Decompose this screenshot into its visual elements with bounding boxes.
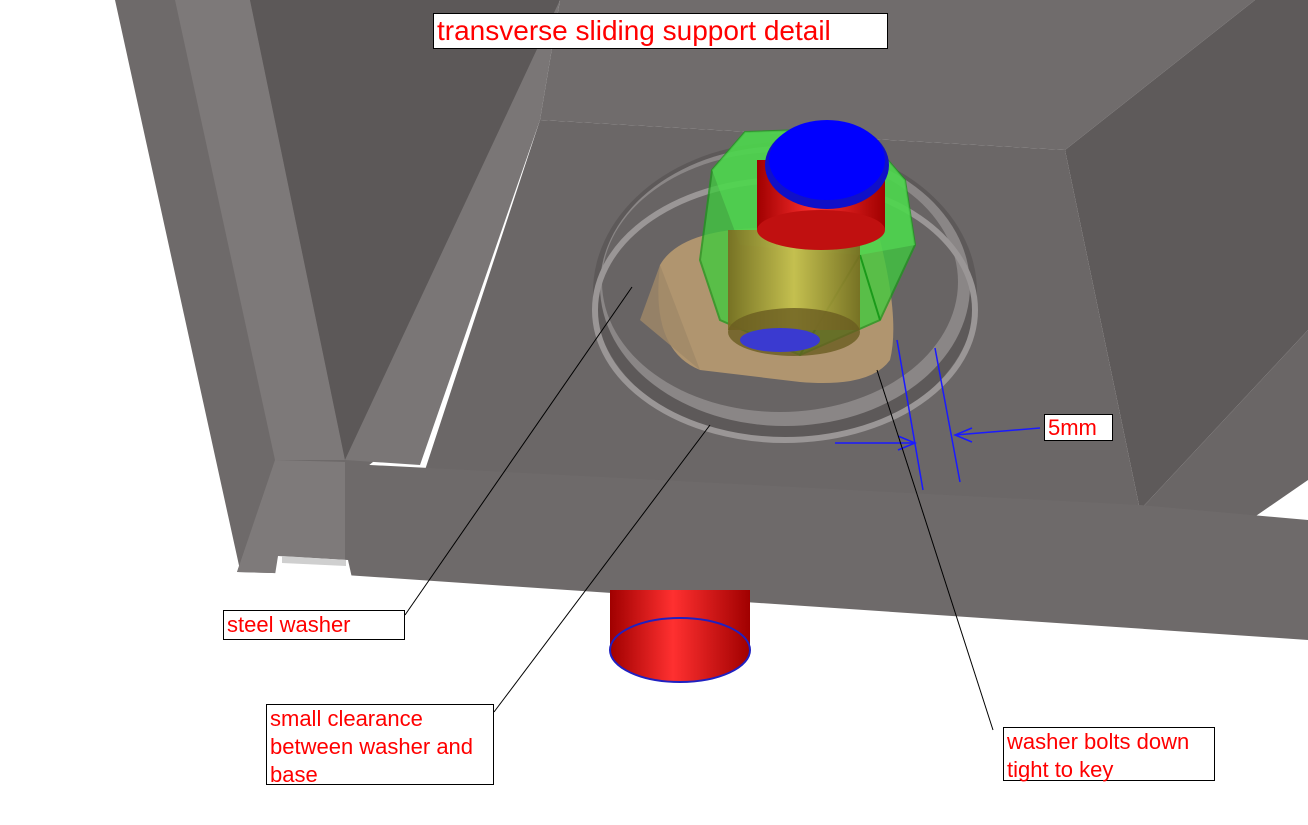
bolt-top bbox=[757, 120, 889, 250]
steel-washer-label: steel washer bbox=[223, 610, 405, 640]
tight-to-key-label: washer bolts down tight to key bbox=[1003, 727, 1215, 782]
leader-lines bbox=[404, 286, 994, 731]
dimension-5mm bbox=[835, 339, 1041, 491]
clearance-label: small clearance between washer and base bbox=[266, 704, 494, 787]
bolt-lower bbox=[609, 590, 751, 683]
diagram-title: transverse sliding support detail bbox=[433, 13, 888, 49]
dimension-label: 5mm bbox=[1044, 414, 1113, 441]
